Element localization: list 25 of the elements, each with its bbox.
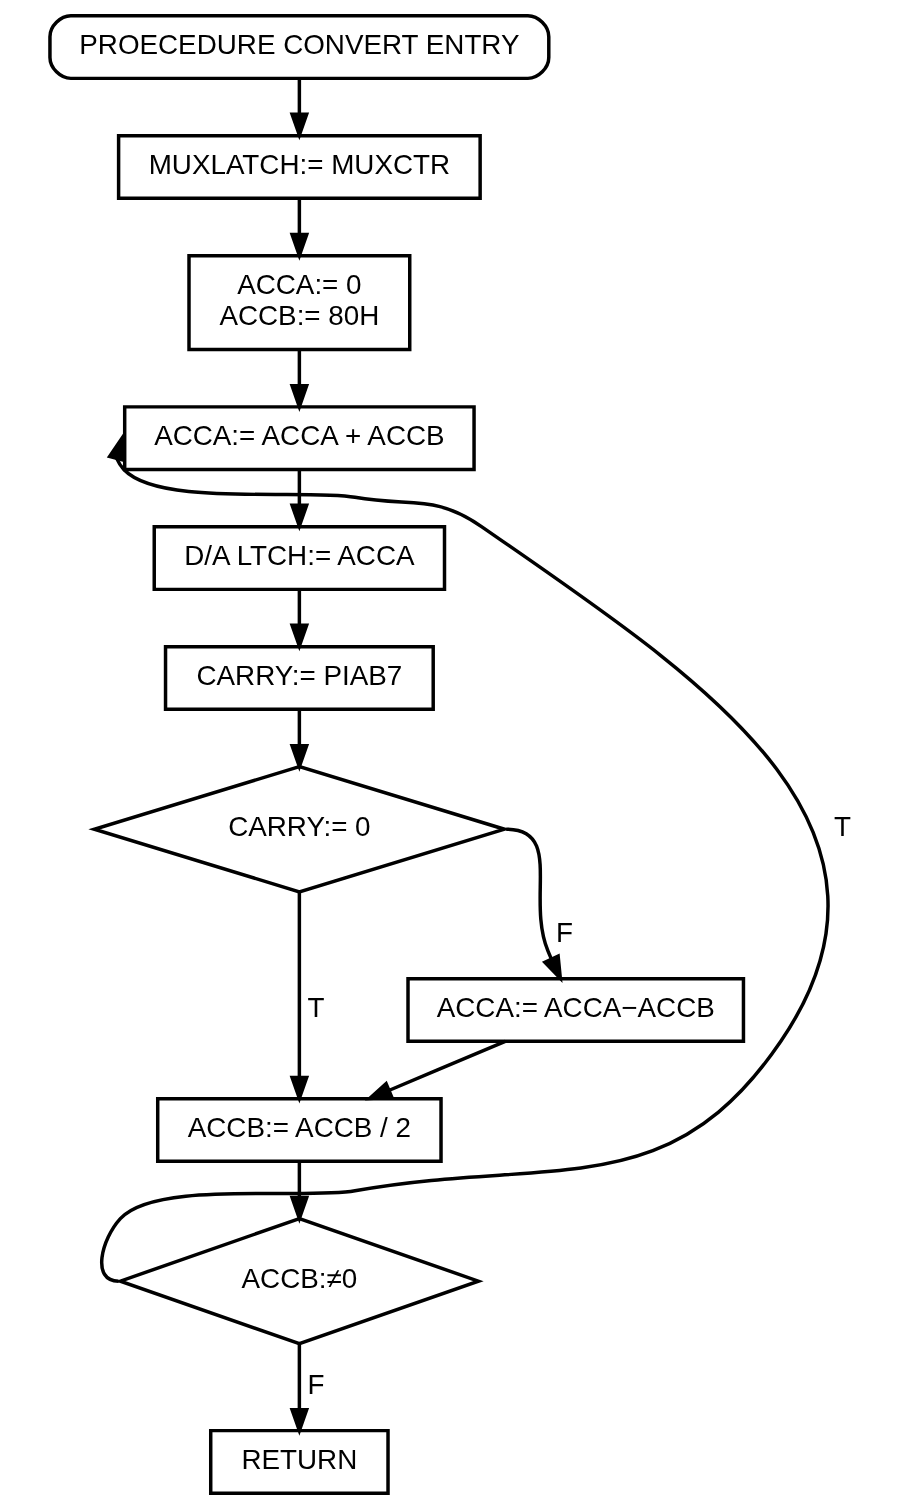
arrow (289, 1161, 310, 1224)
arrow (289, 349, 310, 412)
edge-label: T (834, 810, 852, 842)
node-box: ACCA:= 0 ACCB:= 80H (187, 253, 412, 352)
arrow (289, 198, 310, 261)
arrow (506, 827, 563, 983)
node-box: ACCA:= ACCA−ACCB (406, 977, 746, 1044)
node-box: CARRY:= PIAB7 (163, 645, 435, 712)
node-box: MUXLATCH:= MUXCTR (116, 134, 482, 201)
arrow (364, 1039, 506, 1101)
node-box: PROECEDURE CONVERT ENTRY (48, 14, 551, 81)
edge-label: F (555, 916, 573, 948)
edge-label: F (307, 1368, 325, 1400)
arrow (289, 469, 310, 532)
arrow (289, 78, 310, 141)
arrow (289, 891, 310, 1104)
edge-label: T (307, 991, 325, 1023)
node-box: ACCB:= ACCB / 2 (156, 1096, 443, 1163)
node-box: D/A LTCH:= ACCA (152, 525, 447, 592)
arrow (289, 709, 310, 772)
node-box: ACCA:= ACCA + ACCB (122, 405, 476, 472)
node-box: RETURN (209, 1428, 390, 1495)
arrow (101, 433, 829, 1283)
arrow (289, 589, 310, 652)
arrow (289, 1343, 310, 1436)
